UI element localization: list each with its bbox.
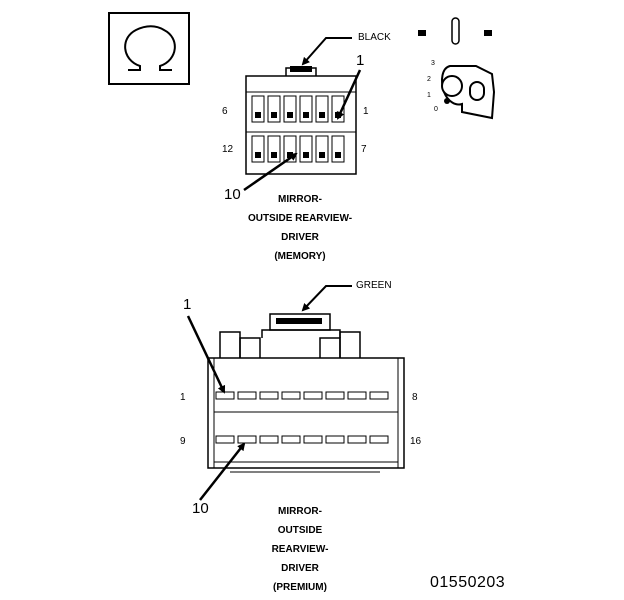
key-slot-icon <box>418 17 492 45</box>
figure-code: 01550203 <box>430 574 506 591</box>
key-position-label: 1 <box>427 92 431 99</box>
premium-connector <box>186 285 405 501</box>
memory-connector <box>243 37 362 192</box>
premium-caption-line: OUTSIDE <box>277 525 323 536</box>
key-position-label: 2 <box>427 76 431 83</box>
memory-pin-left-bottom: 12 <box>222 144 234 155</box>
premium-caption-line: (PREMIUM) <box>273 582 327 593</box>
premium-callout-1: 1 <box>183 296 192 313</box>
premium-pin-left-bottom: 9 <box>180 436 186 447</box>
premium-pin-right-top: 8 <box>412 392 418 403</box>
memory-callout-10: 10 <box>224 186 241 203</box>
omega-symbol-icon <box>108 12 190 85</box>
memory-caption-line: (MEMORY) <box>274 251 326 262</box>
key-position-label: 3 <box>431 60 435 67</box>
memory-pin-right-top: 1 <box>363 106 369 117</box>
memory-caption-line: DRIVER <box>281 232 319 243</box>
memory-callout-1: 1 <box>356 52 365 69</box>
premium-pin-right-bottom: 16 <box>410 436 422 447</box>
memory-pin-left-top: 6 <box>222 106 228 117</box>
key-position-label: 0 <box>434 106 438 113</box>
memory-caption-line: MIRROR- <box>278 194 322 205</box>
premium-color-label: GREEN <box>356 280 392 291</box>
memory-caption: MIRROR- OUTSIDE REARVIEW- DRIVER (MEMORY… <box>220 190 380 266</box>
premium-caption-line: REARVIEW- <box>271 544 329 555</box>
premium-pin-left-top: 1 <box>180 392 186 403</box>
memory-pin-right-bottom: 7 <box>361 144 367 155</box>
premium-callout-10: 10 <box>192 500 209 517</box>
premium-caption: MIRROR- OUTSIDE REARVIEW- DRIVER (PREMIU… <box>240 502 360 597</box>
key-icon <box>441 65 496 120</box>
memory-color-label: BLACK <box>358 32 391 43</box>
premium-caption-line: DRIVER <box>281 563 319 574</box>
premium-caption-line: MIRROR- <box>278 506 322 517</box>
memory-caption-line: OUTSIDE REARVIEW- <box>247 213 353 224</box>
